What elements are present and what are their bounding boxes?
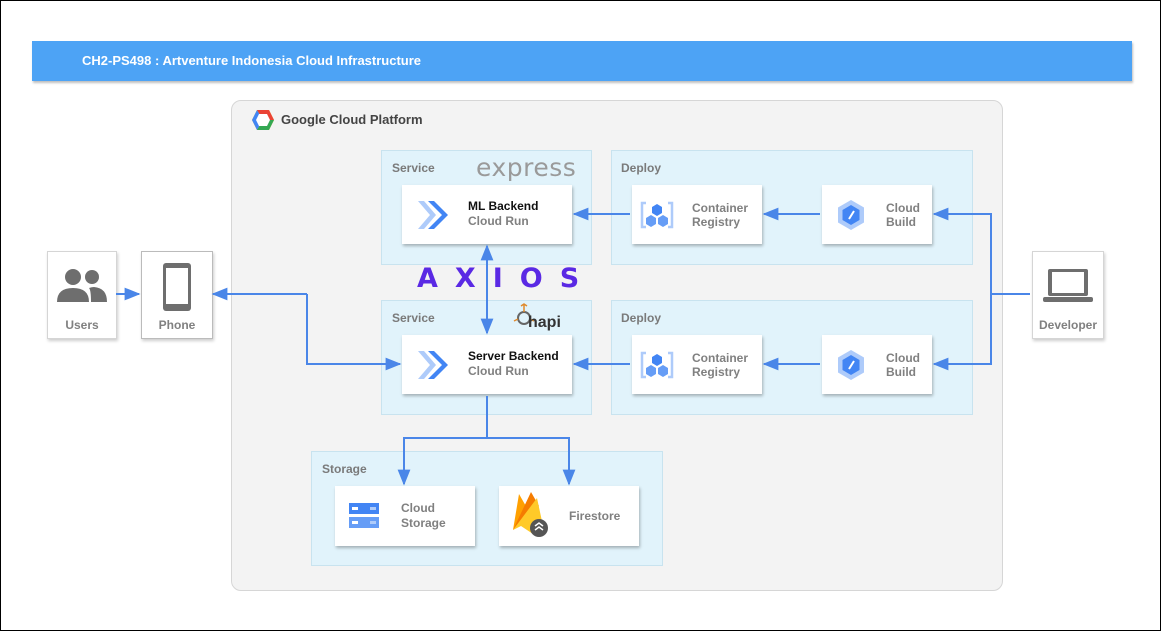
service-group-top-label: Service	[392, 161, 435, 175]
firestore-icon	[513, 492, 548, 537]
ml-backend-subtitle: Cloud Run	[468, 214, 529, 228]
users-label: Users	[65, 318, 99, 332]
cloud-build-icon	[838, 350, 864, 380]
gcp-title: Google Cloud Platform	[281, 112, 423, 127]
cloud-storage-line2: Storage	[401, 516, 446, 530]
server-backend-node[interactable]: Server Backend Cloud Run	[402, 335, 572, 394]
phone-actor[interactable]: Phone	[141, 251, 213, 339]
developer-to-build-top-arrow	[932, 207, 992, 294]
hapi-logo-icon	[513, 303, 535, 325]
build-bottom-line1: Cloud	[886, 351, 920, 365]
registry-top-line2: Registry	[692, 215, 741, 229]
phone-label: Phone	[158, 318, 196, 332]
container-registry-icon	[640, 201, 674, 229]
firestore-label: Firestore	[569, 509, 621, 523]
container-registry-top-node[interactable]: Container Registry	[632, 185, 762, 244]
container-registry-bottom-node[interactable]: Container Registry	[632, 335, 762, 394]
build-top-line2: Build	[886, 215, 916, 229]
developer-to-build-bottom-arrow	[932, 294, 992, 371]
deploy-group-bottom-label: Deploy	[621, 311, 662, 325]
express-logo: express	[476, 153, 577, 182]
server-to-storage-arrow	[397, 396, 488, 486]
server-to-firestore-arrow	[487, 437, 576, 486]
server-backend-title: Server Backend	[468, 349, 559, 363]
phone-to-server-arrow	[306, 294, 402, 371]
users-icon	[57, 269, 107, 302]
cloud-run-icon	[418, 351, 448, 379]
build-top-line1: Cloud	[886, 201, 920, 215]
cloud-build-top-node[interactable]: Cloud Build	[822, 185, 932, 244]
service-group-bottom-label: Service	[392, 311, 435, 325]
diagram-title: CH2-PS498 : Artventure Indonesia Cloud I…	[82, 53, 422, 68]
firestore-node[interactable]: Firestore	[499, 486, 639, 546]
deploy-group-top-label: Deploy	[621, 161, 662, 175]
developer-actor[interactable]: Developer	[1032, 251, 1104, 339]
cloud-run-icon	[418, 201, 448, 229]
registry-top-line1: Container	[692, 201, 749, 215]
registry-bottom-line2: Registry	[692, 365, 741, 379]
hapi-logo: hapi	[528, 314, 561, 331]
developer-label: Developer	[1038, 318, 1098, 332]
server-backend-subtitle: Cloud Run	[468, 364, 529, 378]
axios-logo: AXIOS	[417, 263, 597, 294]
users-actor[interactable]: Users	[47, 251, 117, 339]
cloud-storage-line1: Cloud	[401, 501, 435, 515]
cloud-build-icon	[838, 200, 864, 230]
build-bottom-line2: Build	[886, 365, 916, 379]
phone-icon	[163, 263, 191, 311]
container-registry-icon	[640, 351, 674, 379]
registry-bottom-line1: Container	[692, 351, 749, 365]
cloud-storage-node[interactable]: Cloud Storage	[335, 486, 475, 546]
storage-group-label: Storage	[322, 462, 367, 476]
title-banner: CH2-PS498 : Artventure Indonesia Cloud I…	[32, 41, 1132, 81]
ml-backend-title: ML Backend	[468, 199, 539, 213]
gcp-logo-icon	[252, 110, 274, 130]
ml-backend-node[interactable]: ML Backend Cloud Run	[402, 185, 572, 244]
cloud-build-bottom-node[interactable]: Cloud Build	[822, 335, 932, 394]
cloud-storage-icon	[349, 503, 379, 528]
laptop-icon	[1043, 269, 1093, 302]
